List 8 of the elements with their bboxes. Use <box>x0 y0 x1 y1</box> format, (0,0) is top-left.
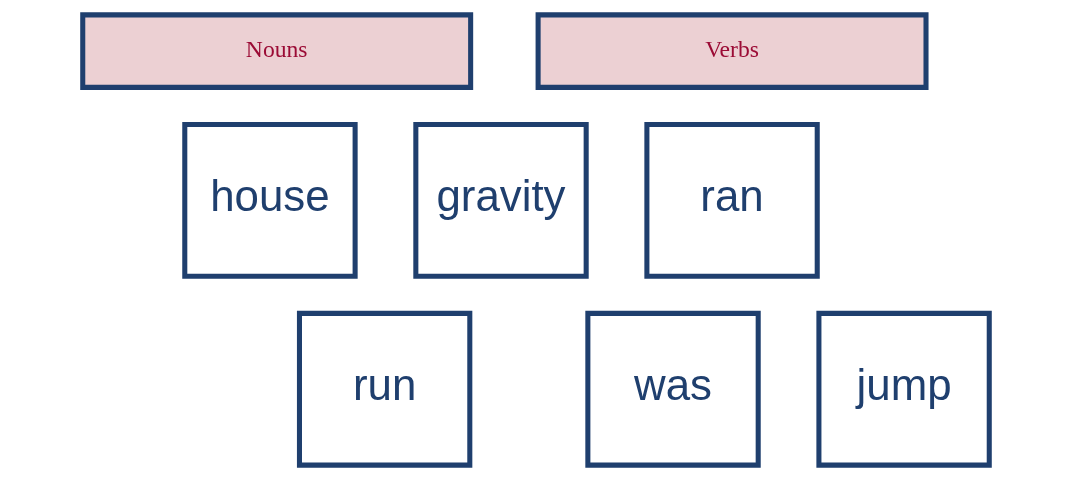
node-box: Verbs <box>535 12 929 90</box>
node-box: Nouns <box>80 12 474 90</box>
node-box: house <box>182 121 358 279</box>
node-box: ran <box>644 121 820 279</box>
node-box: run <box>296 310 473 468</box>
node-box: was <box>585 310 761 468</box>
node-box: gravity <box>413 121 589 279</box>
node-box: jump <box>816 310 992 468</box>
